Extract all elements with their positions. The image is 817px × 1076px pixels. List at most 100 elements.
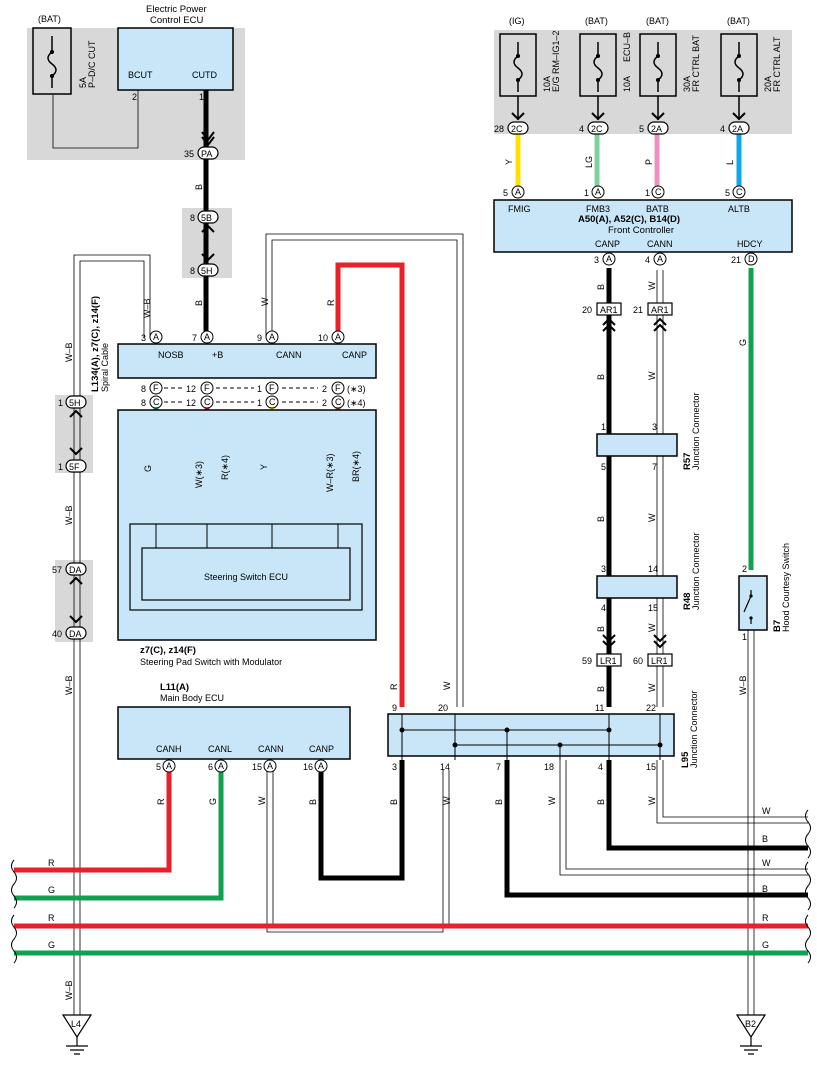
lbl-lg-fuse: LG xyxy=(584,156,594,168)
wire-w-cann-fc xyxy=(656,270,664,707)
spiral-f-p4: 2 xyxy=(322,384,327,394)
steering-ecu-taps xyxy=(155,524,339,548)
lbl-w3-pad: W(∗3) xyxy=(194,461,204,488)
fc-bpin0-conn: A xyxy=(606,254,612,264)
connector-ovals xyxy=(65,121,750,640)
r57-pin7: 7 xyxy=(652,462,657,472)
fc-bpin2-conn: D xyxy=(748,254,755,264)
wire-b-l95-7 xyxy=(504,760,808,898)
mb-p1-name: CANL xyxy=(208,744,232,754)
lbl-r-l95: R xyxy=(389,683,399,690)
fuse-p-dc-cut xyxy=(32,27,72,95)
fuse-bat-amp: 30A xyxy=(682,76,692,92)
spiral-f-p1: 8 xyxy=(141,384,146,394)
conn-2a-4-code: 2A xyxy=(732,124,743,134)
mb-title: Main Body ECU xyxy=(160,693,224,703)
spiral-cable-box xyxy=(117,343,377,379)
l95-top-20: 20 xyxy=(438,703,448,713)
fc-bpin0-no: 3 xyxy=(594,255,599,265)
lbl-wb-4: W–B xyxy=(64,675,74,695)
lbl-wr3-pad: W–R(∗3) xyxy=(325,453,335,492)
hood-pin2: 2 xyxy=(742,564,747,574)
lbl-b-5b: B xyxy=(596,686,606,692)
junction-l95-box xyxy=(387,713,675,757)
fuse-dots xyxy=(516,54,741,82)
fc-pin2-no: 1 xyxy=(645,188,650,198)
mb-p1-conn: A xyxy=(218,761,224,771)
lbl-w-cann: W xyxy=(257,796,267,805)
front-controller-box xyxy=(493,199,793,253)
epc-ecu-title1: Electric Power xyxy=(146,4,207,15)
conn-da40-pin: 40 xyxy=(52,629,62,639)
conn-da57-pin: 57 xyxy=(52,565,62,575)
lbl-wb-5: W–B xyxy=(64,980,74,1000)
lbl-w-r2: W xyxy=(762,858,771,868)
lbl-w-l95-18: W xyxy=(547,796,557,805)
conn-5f-pin: 1 xyxy=(58,462,63,472)
hood-switch-dot-top xyxy=(749,594,753,598)
ar1-20-pin: 20 xyxy=(582,305,592,315)
mb-code: L11(A) xyxy=(160,682,189,693)
ground-b2-label: B2 xyxy=(745,1019,756,1029)
lbl-y-pad: Y xyxy=(259,464,269,470)
r48-pin15: 15 xyxy=(648,603,658,613)
ground-l4-label: L4 xyxy=(71,1019,81,1029)
lbl-r4-pad: R(∗4) xyxy=(220,455,230,480)
conn-2a-4-pin: 4 xyxy=(720,124,725,134)
spiral-c-note: (∗4) xyxy=(347,398,366,408)
spiral-f-p2: 12 xyxy=(186,384,196,394)
conn-5h-l-code: 5H xyxy=(69,398,81,408)
conn-2a-5-pin: 5 xyxy=(639,124,644,134)
epc-pin-bcut-no: 2 xyxy=(132,92,137,102)
steering-pad-outer xyxy=(129,523,363,611)
lbl-b-2b: B xyxy=(596,374,606,380)
fuse-ig-supply: (IG) xyxy=(509,16,525,26)
spiral-p0-name: NOSB xyxy=(158,350,184,360)
lbl-b-r2: B xyxy=(762,884,768,894)
r48-pin4: 4 xyxy=(601,603,606,613)
lbl-w-2b: W xyxy=(647,371,657,380)
spiral-f-c2: F xyxy=(204,383,210,393)
r48-pin3: 3 xyxy=(601,564,606,574)
r57-code: R57 xyxy=(682,453,693,470)
fuse-ecub-amp: 10A xyxy=(622,76,632,92)
spiral-title: Spiral Cable xyxy=(100,343,110,392)
wire-r-canh xyxy=(14,770,172,873)
spiral-dash-lines xyxy=(164,387,318,403)
lbl-g-l2: G xyxy=(48,940,55,950)
shade-fuse-right xyxy=(494,30,792,134)
spiral-p3-no: 10 xyxy=(318,333,328,343)
mb-pins xyxy=(162,759,328,773)
ar1-21-pin: 21 xyxy=(633,305,643,315)
fc-pin2-conn: C xyxy=(655,187,662,197)
fuse-bat-name: FR CTRL BAT xyxy=(691,34,701,92)
spiral-c-c2: C xyxy=(204,397,211,407)
lbl-w-l95: W xyxy=(442,681,452,690)
l95-top-9: 9 xyxy=(392,703,397,713)
l95-top-11: 11 xyxy=(595,703,604,713)
conn-5h-pin: 8 xyxy=(190,266,195,276)
lbl-b-1: B xyxy=(194,184,204,190)
wire-labels: B B W–B W R W–B W–B W–B W–B G W(∗3) R(∗4… xyxy=(48,156,771,1000)
spiral-c-c3: C xyxy=(269,397,276,407)
spiral-f-c3: F xyxy=(269,383,275,393)
l95-title: Junction Connector xyxy=(689,690,699,768)
spiral-p3-conn: A xyxy=(335,332,341,342)
connector-chevrons xyxy=(69,112,746,649)
r57-pin1: 1 xyxy=(601,422,606,432)
wire-b-l95-4 xyxy=(606,760,808,851)
fc-pin1-no: 1 xyxy=(584,188,589,198)
wire-w-spiral-loop xyxy=(265,233,464,707)
mb-p3-conn: A xyxy=(318,761,324,771)
mb-p0-no: 5 xyxy=(156,762,161,772)
r48-pin14: 14 xyxy=(648,564,658,574)
spiral-p1-name: +B xyxy=(212,350,223,360)
lbl-p-fuse: P xyxy=(644,159,654,165)
lbl-wb-1: W–B xyxy=(142,298,152,318)
spiral-c-c1: C xyxy=(153,397,160,407)
mb-p3-no: 16 xyxy=(303,762,313,772)
junction-r57-box xyxy=(596,433,678,457)
l95-code: L95 xyxy=(680,751,691,768)
fc-pin3-conn: C xyxy=(736,187,743,197)
fc-title: Front Controller xyxy=(608,225,674,236)
